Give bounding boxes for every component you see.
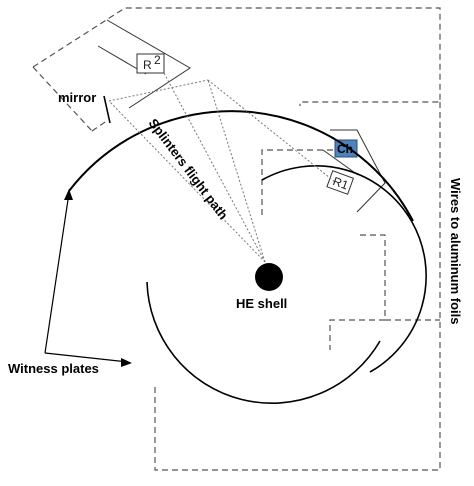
witness-plate-right-arc bbox=[261, 165, 427, 373]
mirror bbox=[103, 95, 111, 124]
mirror-label: mirror bbox=[58, 90, 96, 105]
witness-plate-lower-arc bbox=[146, 281, 381, 404]
dashed-wire-right bbox=[154, 102, 441, 471]
ch-label: Ch bbox=[337, 142, 353, 156]
wires-label: Wires to aluminum foils bbox=[448, 178, 463, 325]
splinter-path-3 bbox=[207, 79, 266, 263]
r1-box bbox=[326, 170, 355, 195]
housing-r1-outline bbox=[330, 129, 386, 213]
witness-arrow-right bbox=[44, 352, 129, 363]
housing-r1-wedge bbox=[322, 149, 359, 176]
dashed-wire-mid bbox=[329, 234, 386, 350]
witness-label: Witness plates bbox=[8, 361, 99, 376]
ch-box bbox=[334, 139, 358, 158]
dashed-frame-upper bbox=[32, 7, 441, 106]
he-shell-label: HE shell bbox=[236, 296, 287, 311]
r2-letter: R bbox=[143, 58, 152, 72]
witness-arrowhead-right bbox=[121, 358, 132, 367]
dashed-wire-inner bbox=[261, 149, 335, 215]
witness-arrowhead-up bbox=[64, 189, 73, 200]
splinters-label: Splinters flight path bbox=[146, 116, 231, 223]
r2-box bbox=[136, 53, 165, 74]
r2-digit: 2 bbox=[154, 53, 161, 67]
splinter-path-4 bbox=[108, 79, 209, 102]
r1-label: R1 bbox=[331, 174, 351, 193]
he-shell bbox=[255, 263, 283, 291]
splinter-path-5 bbox=[207, 79, 336, 183]
dashed-housing-left bbox=[32, 66, 93, 132]
witness-arrow-up bbox=[44, 192, 70, 354]
dashed-housing-lower bbox=[91, 119, 109, 132]
splinter-path-1 bbox=[108, 100, 266, 263]
witness-plate-outer-arc bbox=[68, 110, 414, 222]
housing-r2-outline bbox=[106, 19, 191, 109]
